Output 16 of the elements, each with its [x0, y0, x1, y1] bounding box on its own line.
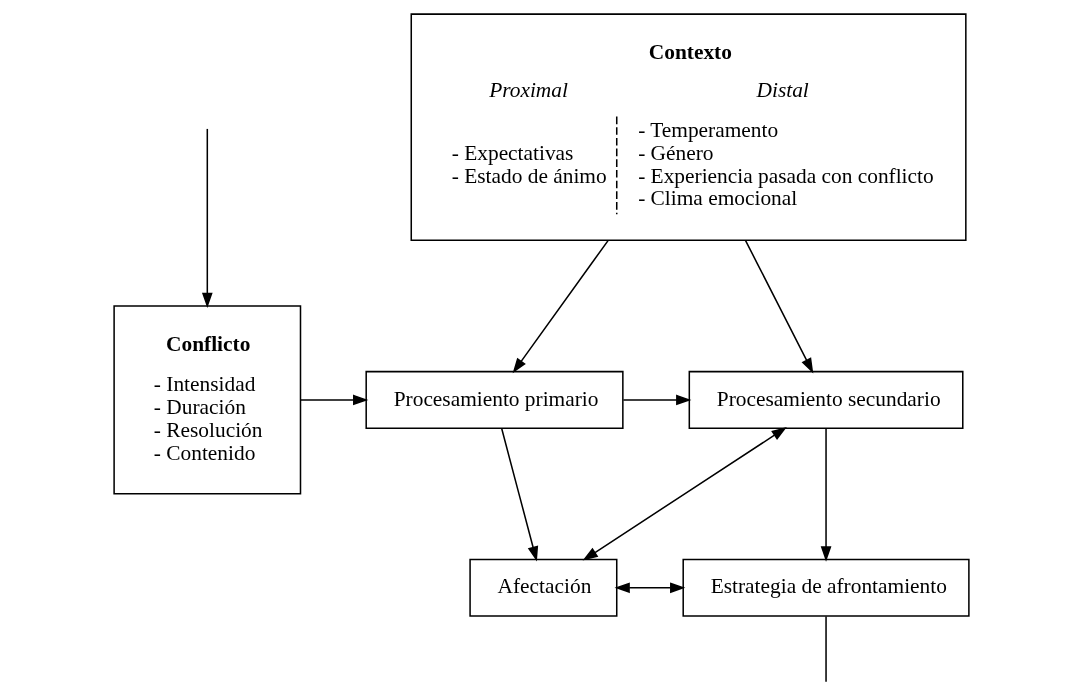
- node-box: Estrategia de afrontamiento: [682, 558, 970, 617]
- node-box: Procesamiento primario: [365, 370, 624, 429]
- arrow: [582, 427, 787, 561]
- arrow: [500, 427, 539, 562]
- node-box: Conflicto - Intensidad - Duración - Resolución - Contenido: [113, 305, 302, 495]
- node-box: Procesamiento secundario: [688, 370, 964, 429]
- node-box: Contexto Proximal Distal - Expectativas - Estado de ánimo - Temperamento - Género - Experiencia pasada con conflicto - Clima emocional: [410, 13, 967, 241]
- arrow: [744, 239, 814, 374]
- arrow: [201, 128, 213, 309]
- arrow: [614, 582, 686, 594]
- arrow: [622, 394, 692, 406]
- node-box: Afectación: [469, 558, 618, 617]
- arrow: [300, 394, 369, 406]
- arrow: [820, 427, 832, 562]
- arrow: [512, 239, 609, 374]
- connector: [825, 615, 827, 683]
